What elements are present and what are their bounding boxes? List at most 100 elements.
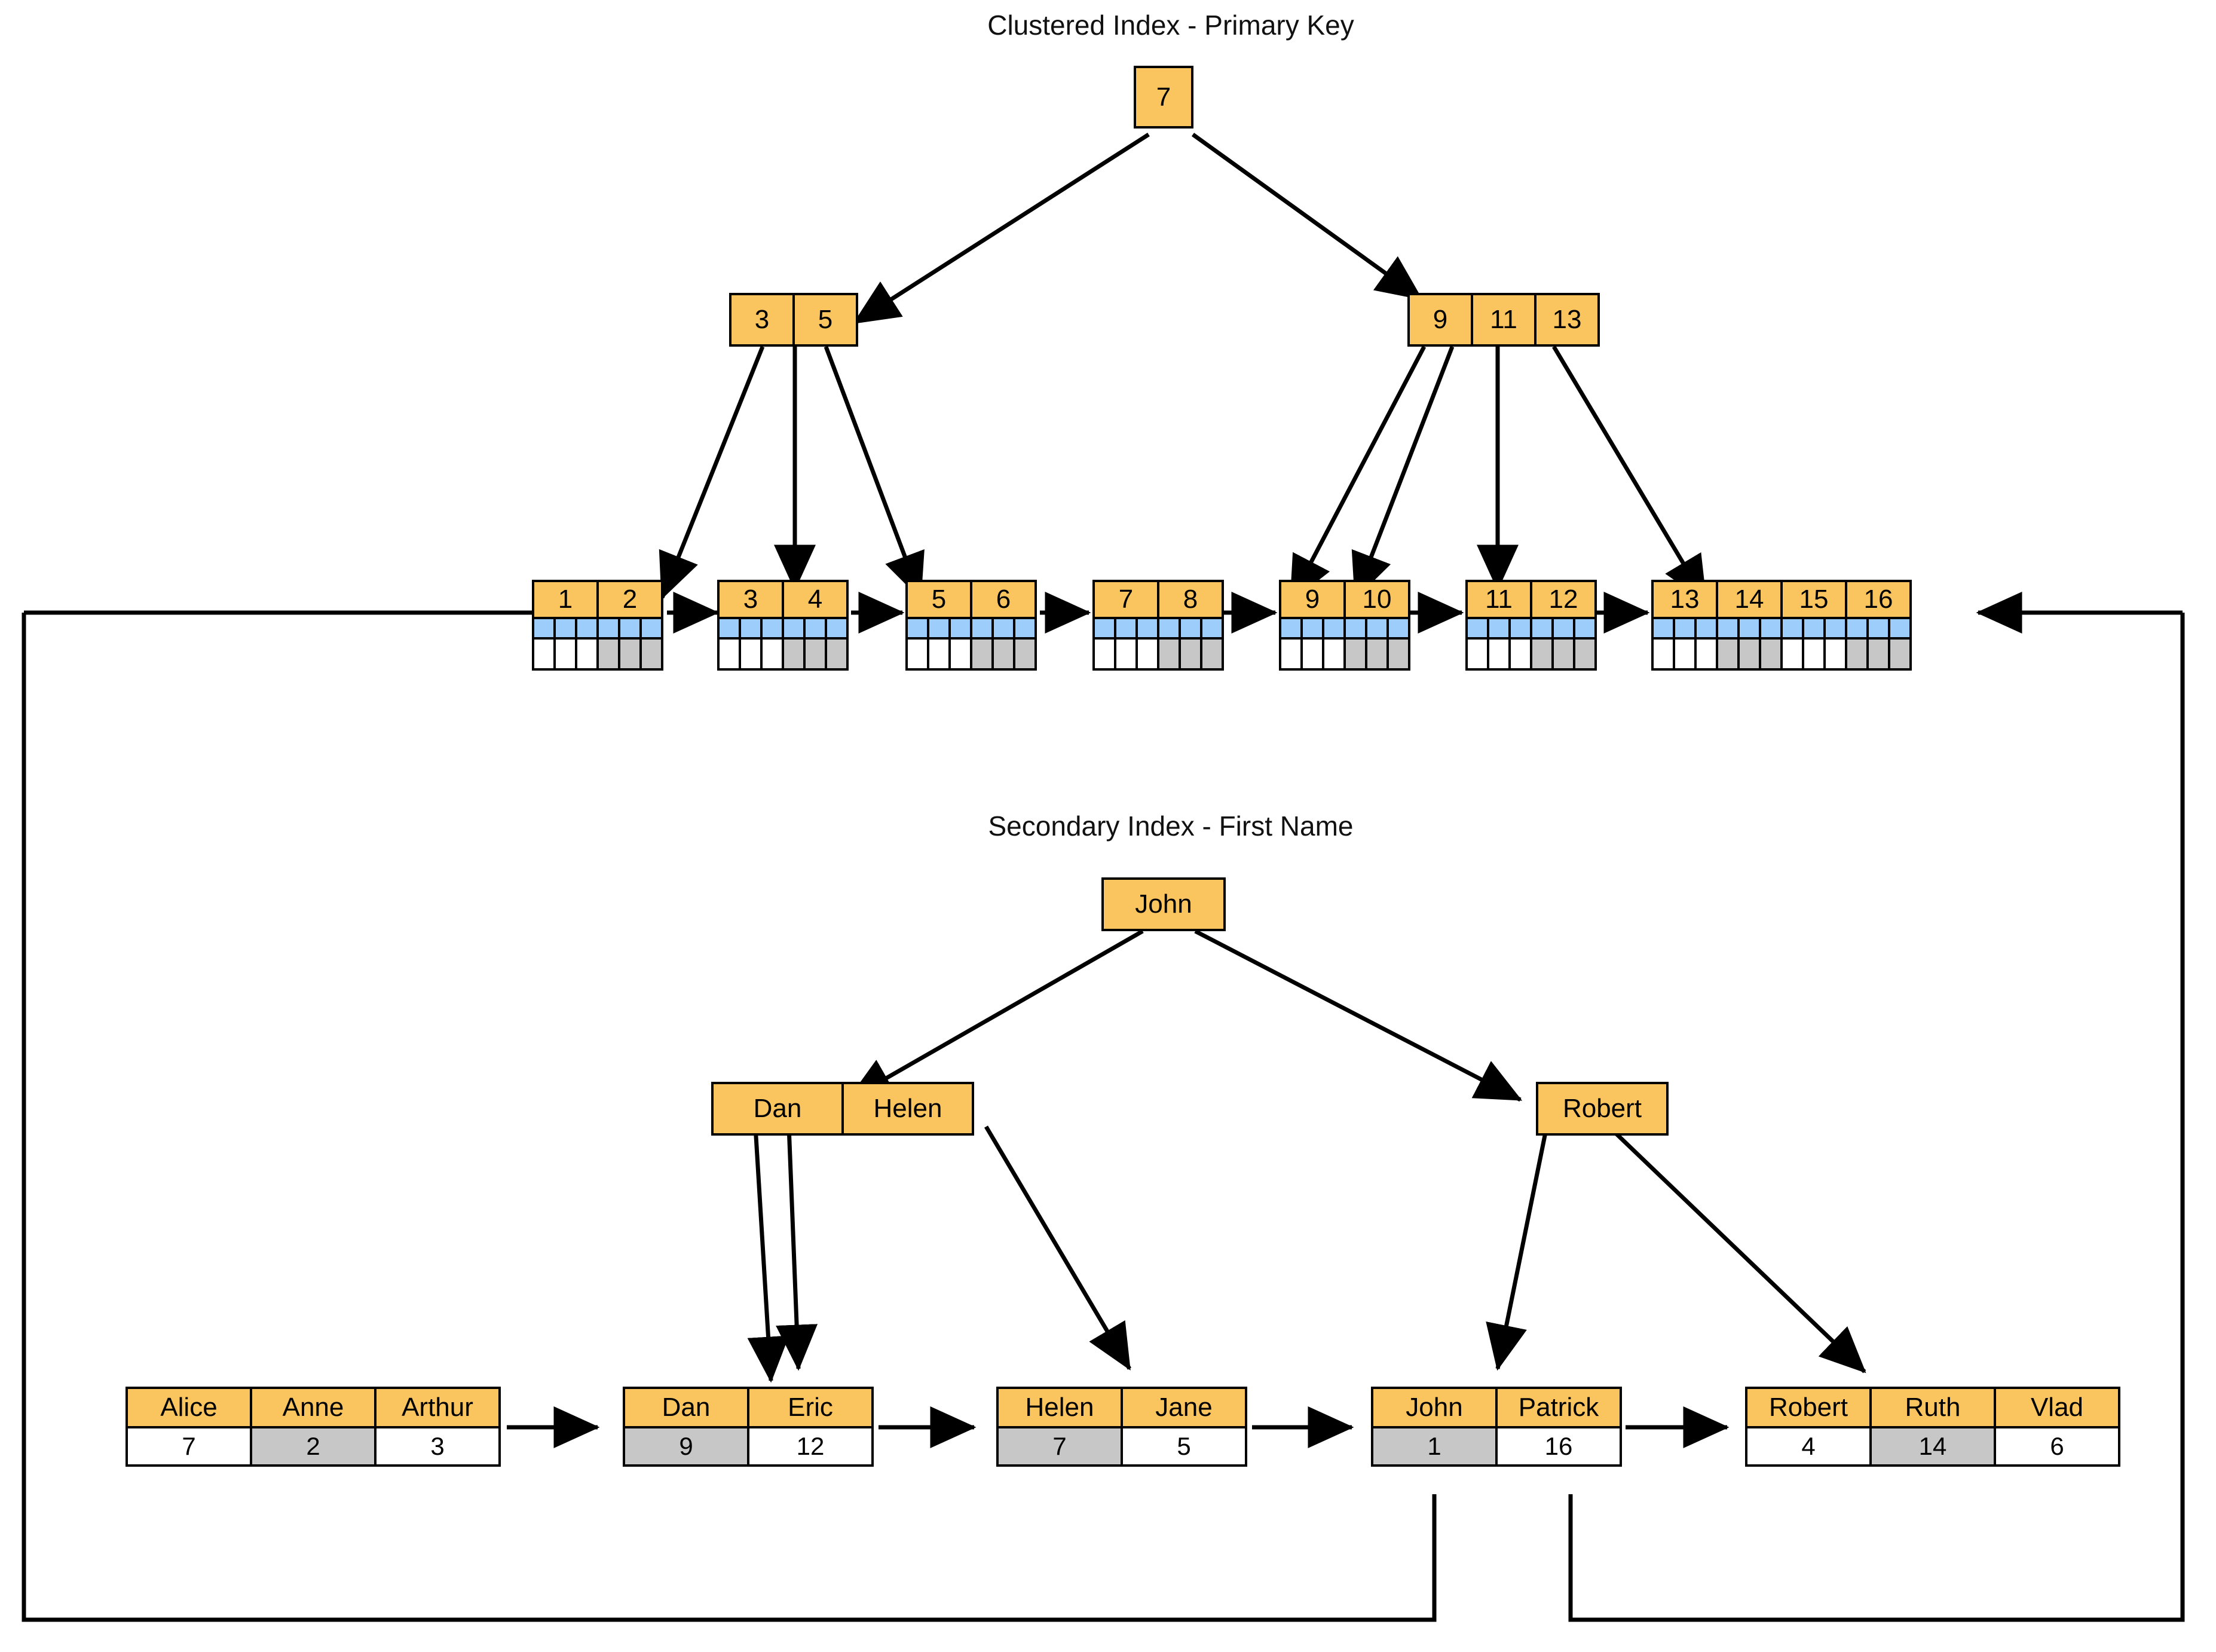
data-cell [948, 637, 972, 671]
clustered-leaf-5[interactable]: 11 12 [1465, 580, 1597, 671]
clustered-internal-0-key-0: 3 [729, 293, 795, 347]
data-cell [760, 637, 784, 671]
clustered-index-title: Clustered Index - Primary Key [987, 10, 1354, 41]
clustered-internal-1-key-1: 11 [1471, 293, 1536, 347]
blue-cell [1508, 617, 1532, 640]
blue-cell [1573, 617, 1597, 640]
clustered-leaf-6-key-3: 16 [1845, 580, 1912, 619]
clustered-leaf-4-key-1: 10 [1343, 580, 1410, 619]
data-cell [1343, 637, 1367, 671]
clustered-leaf-5-keys: 11 12 [1465, 580, 1597, 619]
data-cell [1013, 637, 1037, 671]
secondary-leaf-2-keys: Helen Jane [996, 1387, 1247, 1428]
blue-cell [1013, 617, 1037, 640]
secondary-leaf-1[interactable]: Dan Eric 9 12 [623, 1387, 874, 1467]
clustered-leaf-0-keys: 1 2 [532, 580, 663, 619]
data-cell [1759, 637, 1783, 671]
data-cell [927, 637, 951, 671]
secondary-internal-node-1[interactable]: Robert [1536, 1082, 1669, 1136]
data-cell [1802, 637, 1826, 671]
pointer-cell: 5 [1121, 1426, 1247, 1467]
blue-cell [532, 617, 556, 640]
clustered-leaf-4-keys: 9 10 [1279, 580, 1410, 619]
data-cell [1092, 637, 1116, 671]
clustered-leaf-3-bluerow [1092, 617, 1224, 640]
pointer-cell: 9 [623, 1426, 749, 1467]
secondary-leaf-3[interactable]: John Patrick 1 16 [1371, 1387, 1622, 1467]
blue-cell [927, 617, 951, 640]
secondary-leaf-4-key-1: Ruth [1869, 1387, 1996, 1428]
clustered-internal-1-key-2: 13 [1534, 293, 1600, 347]
secondary-leaf-2-key-1: Jane [1121, 1387, 1247, 1428]
clustered-leaf-6-key-2: 15 [1780, 580, 1847, 619]
blue-cell [991, 617, 1015, 640]
blue-cell [596, 617, 620, 640]
secondary-leaf-0[interactable]: Alice Anne Arthur 7 2 3 [126, 1387, 501, 1467]
clustered-leaf-4-bluerow [1279, 617, 1410, 640]
clustered-leaf-6[interactable]: 13 14 15 16 [1651, 580, 1912, 671]
blue-cell [1114, 617, 1138, 640]
secondary-internal-node-0[interactable]: Dan Helen [711, 1082, 974, 1136]
secondary-leaf-0-pointers: 7 2 3 [126, 1426, 501, 1467]
pointer-cell: 12 [747, 1426, 874, 1467]
secondary-leaf-1-key-1: Eric [747, 1387, 874, 1428]
data-cell [596, 637, 620, 671]
blue-cell [1300, 617, 1324, 640]
blue-cell [1780, 617, 1804, 640]
pointer-cell: 1 [1371, 1426, 1498, 1467]
pointer-cell: 7 [126, 1426, 252, 1467]
data-cell [1508, 637, 1532, 671]
blue-cell [1200, 617, 1224, 640]
secondary-leaf-2-pointers: 7 5 [996, 1426, 1247, 1467]
secondary-leaf-2[interactable]: Helen Jane 7 5 [996, 1387, 1247, 1467]
data-cell [1573, 637, 1597, 671]
clustered-leaf-1[interactable]: 3 4 [717, 580, 849, 671]
clustered-leaf-3-key-1: 8 [1157, 580, 1224, 619]
pointer-cell: 7 [996, 1426, 1123, 1467]
blue-cell [1694, 617, 1718, 640]
data-cell [575, 637, 599, 671]
blue-cell [717, 617, 741, 640]
clustered-leaf-2-bluerow [905, 617, 1037, 640]
clustered-leaf-1-bluerow [717, 617, 849, 640]
blue-cell [1092, 617, 1116, 640]
secondary-leaf-0-keys: Alice Anne Arthur [126, 1387, 501, 1428]
clustered-leaf-0-datarow [532, 637, 663, 671]
pointer-cell: 4 [1745, 1426, 1872, 1467]
secondary-leaf-4-pointers: 4 14 6 [1745, 1426, 2120, 1467]
clustered-leaf-2[interactable]: 5 6 [905, 580, 1037, 671]
clustered-leaf-3[interactable]: 7 8 [1092, 580, 1224, 671]
data-cell [1694, 637, 1718, 671]
clustered-internal-node-1[interactable]: 9 11 13 [1407, 293, 1600, 347]
blue-cell [1322, 617, 1346, 640]
data-cell [991, 637, 1015, 671]
secondary-leaf-4[interactable]: Robert Ruth Vlad 4 14 6 [1745, 1387, 2120, 1467]
clustered-leaf-4[interactable]: 9 10 [1279, 580, 1410, 671]
data-cell [1866, 637, 1890, 671]
clustered-leaf-2-keys: 5 6 [905, 580, 1037, 619]
data-cell [1322, 637, 1346, 671]
clustered-internal-node-0[interactable]: 3 5 [729, 293, 858, 347]
blue-cell [639, 617, 663, 640]
blue-cell [1737, 617, 1761, 640]
pointer-cell: 6 [1994, 1426, 2120, 1467]
blue-cell [760, 617, 784, 640]
blue-cell [1530, 617, 1554, 640]
blue-cell [1802, 617, 1826, 640]
secondary-root-node[interactable]: John [1101, 877, 1226, 931]
data-cell [1386, 637, 1410, 671]
blue-cell [1673, 617, 1697, 640]
data-cell [1673, 637, 1697, 671]
clustered-leaf-3-key-0: 7 [1092, 580, 1159, 619]
clustered-leaf-0[interactable]: 1 2 [532, 580, 663, 671]
clustered-internal-0-key-1: 5 [792, 293, 858, 347]
clustered-root-node[interactable]: 7 [1134, 66, 1193, 129]
blue-cell [1551, 617, 1575, 640]
blue-cell [1465, 617, 1489, 640]
clustered-root-key-0: 7 [1134, 66, 1193, 129]
clustered-leaf-1-key-1: 4 [782, 580, 849, 619]
blue-cell [1279, 617, 1303, 640]
clustered-leaf-2-key-1: 6 [970, 580, 1037, 619]
clustered-leaf-0-bluerow [532, 617, 663, 640]
